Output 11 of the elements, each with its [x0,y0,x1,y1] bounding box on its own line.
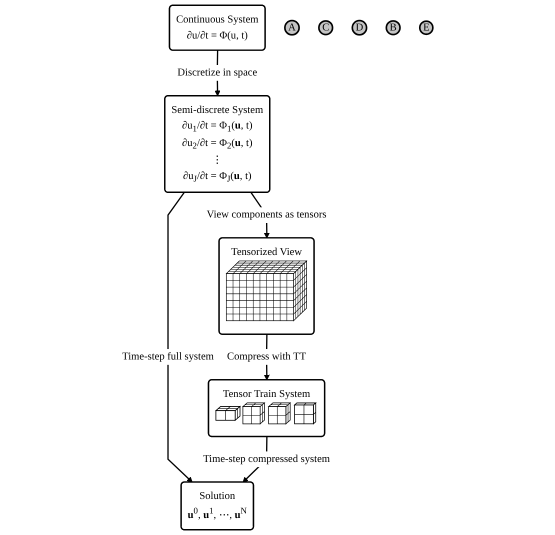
edge-label: Compress with TT [227,351,306,362]
arrow [167,192,193,483]
edge-label: Time-step compressed system [203,453,330,465]
edge-label: View components as tensors [206,209,326,220]
node-circle: B [386,20,401,36]
node-circle: C [318,20,334,36]
node-circle: A [284,20,300,36]
edge-label: Time-step full system [122,351,214,362]
edge-label: Discretize in space [177,66,258,78]
node-circle: E [418,20,434,36]
node-circle: D [352,20,368,36]
